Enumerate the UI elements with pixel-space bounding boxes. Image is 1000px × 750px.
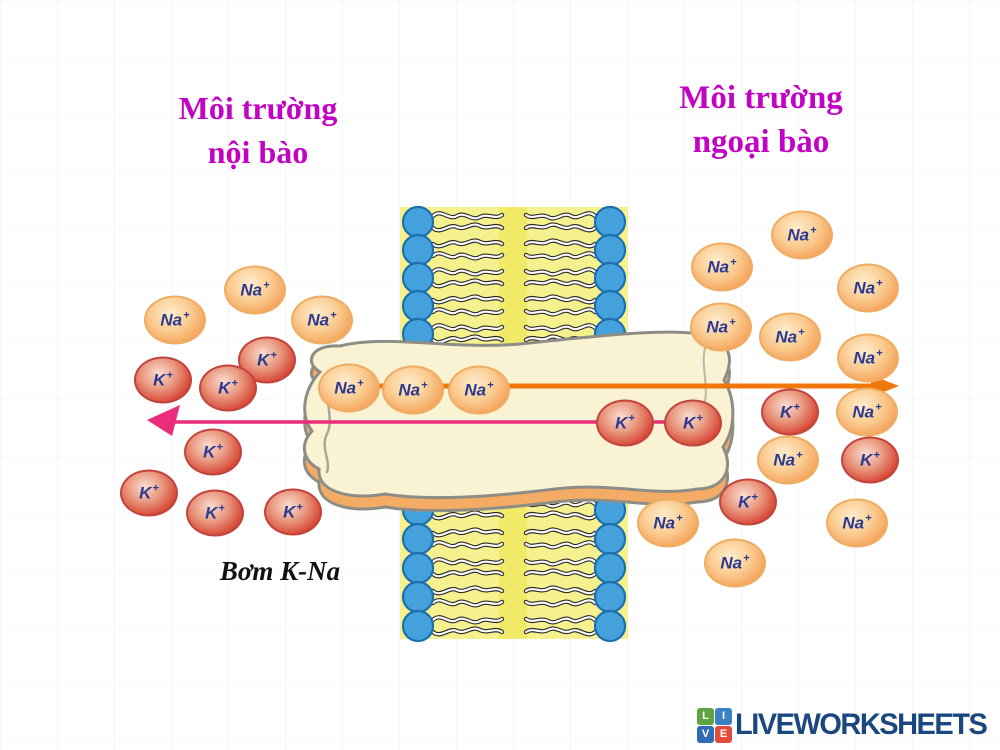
lipid-tail — [524, 252, 597, 260]
lipid-tail — [524, 324, 597, 332]
lipid-head — [593, 205, 627, 239]
lipid-head — [593, 551, 627, 585]
lipid-tail — [431, 223, 504, 232]
pump-label: Bơm K-Na — [219, 556, 341, 586]
lipid-tail — [524, 239, 597, 248]
na-ion: Na+ — [837, 333, 899, 383]
logo-tile-e: E — [715, 726, 732, 743]
lipid-tail — [524, 558, 597, 566]
lipid-head — [401, 289, 435, 323]
lipid-tail — [431, 308, 504, 316]
na-ion: Na+ — [836, 387, 898, 437]
lipid-tail — [524, 279, 597, 288]
k-ion: K+ — [664, 399, 722, 447]
na-ion: Na+ — [837, 263, 899, 313]
lipid-tail — [524, 212, 597, 220]
lipid-tail — [431, 569, 504, 578]
logo-tile-l: L — [697, 708, 714, 725]
lipid-tail — [431, 252, 504, 260]
k-ion: K+ — [596, 399, 654, 447]
lipid-tail — [431, 528, 504, 537]
na-ion: Na+ — [826, 498, 888, 548]
k-ion: K+ — [761, 388, 819, 436]
lipid-head — [401, 609, 435, 643]
lipid-tail — [431, 324, 504, 332]
lipid-tail — [524, 308, 597, 316]
na-ion: Na+ — [291, 295, 353, 345]
lipid-tail — [431, 295, 504, 304]
logo-tile-v: V — [697, 726, 714, 743]
title-line: Môi trường — [679, 80, 843, 116]
k-ion: K+ — [719, 478, 777, 526]
lipid-tail — [524, 223, 597, 232]
lipid-tail — [431, 541, 504, 549]
lipid-head — [593, 289, 627, 323]
lipid-tail — [524, 541, 597, 549]
na-ion: Na+ — [637, 498, 699, 548]
na-ion: Na+ — [144, 295, 206, 345]
title-line: ngoại bào — [692, 124, 830, 160]
k-ion: K+ — [841, 436, 899, 484]
lipid-tail — [431, 335, 504, 344]
na-ion: Na+ — [757, 435, 819, 485]
logo-tile-i: I — [715, 708, 732, 725]
lipid-tail — [431, 511, 504, 520]
na-ion: Na+ — [704, 538, 766, 588]
lipid-tail — [524, 586, 597, 595]
lipid-head — [593, 233, 627, 267]
lipid-head — [401, 551, 435, 585]
k-arrow-head-left — [147, 405, 180, 436]
k-ion: K+ — [184, 428, 242, 476]
extracellular-environment-title: Môi trường ngoại bào — [621, 76, 901, 164]
title-line: nội bào — [207, 134, 309, 170]
lipid-tail — [524, 616, 597, 624]
na-ion: Na+ — [690, 302, 752, 352]
lipid-tail — [524, 268, 597, 276]
na-ion: Na+ — [448, 365, 510, 415]
na-ion: Na+ — [759, 312, 821, 362]
lipid-head — [593, 522, 627, 556]
lipid-tail — [431, 599, 504, 607]
lipid-head — [401, 580, 435, 614]
lipid-tail — [431, 279, 504, 288]
na-ion: Na+ — [771, 210, 833, 260]
lipid-tail — [524, 569, 597, 578]
lipid-tail — [524, 511, 597, 520]
na-ion: Na+ — [382, 365, 444, 415]
title-line: Môi trường — [178, 90, 338, 126]
lipid-tail — [431, 558, 504, 566]
k-ion: K+ — [264, 488, 322, 536]
lipid-head — [593, 580, 627, 614]
lipid-head — [401, 205, 435, 239]
k-ion: K+ — [186, 489, 244, 537]
na-ion: Na+ — [691, 242, 753, 292]
k-ion: K+ — [134, 356, 192, 404]
lipid-tail — [431, 268, 504, 276]
lipid-tail — [524, 295, 597, 304]
lipid-tail — [431, 239, 504, 248]
lipid-tail — [431, 627, 504, 636]
lipid-tail — [524, 528, 597, 537]
lipid-head — [401, 233, 435, 267]
intracellular-environment-title: Môi trường nội bào — [118, 86, 398, 174]
lipid-tail — [524, 627, 597, 636]
lipid-head — [593, 261, 627, 295]
na-ion: Na+ — [224, 265, 286, 315]
membrane-bilayer — [400, 205, 628, 643]
na-ion: Na+ — [318, 363, 380, 413]
lipid-tail — [431, 616, 504, 624]
membrane-center-stripe — [499, 207, 527, 353]
lipid-tail — [524, 599, 597, 607]
lipid-tail — [431, 212, 504, 220]
lipid-head — [401, 261, 435, 295]
lipid-head — [401, 522, 435, 556]
lipid-head — [593, 609, 627, 643]
k-ion: K+ — [199, 364, 257, 412]
k-ion: K+ — [120, 469, 178, 517]
liveworksheets-logo-text: LIVEWORKSHEETS — [735, 708, 988, 742]
lipid-tail — [431, 586, 504, 595]
